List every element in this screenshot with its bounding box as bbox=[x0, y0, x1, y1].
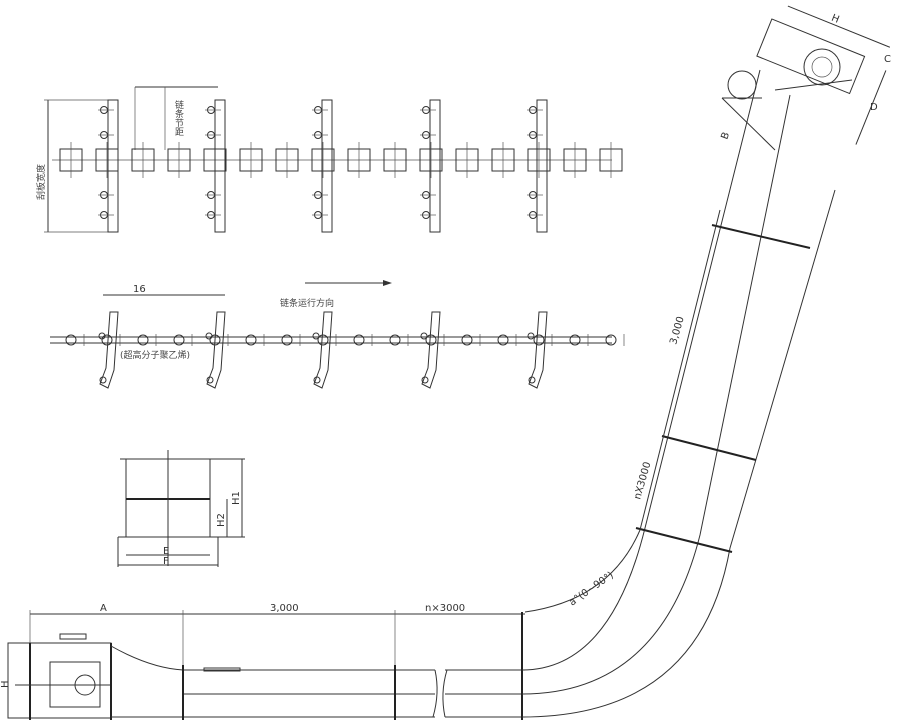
chain-roller bbox=[425, 334, 437, 346]
incline-dimension bbox=[524, 209, 721, 613]
bolt-icon bbox=[205, 332, 213, 340]
offset-label: 16 bbox=[133, 284, 146, 295]
direction-label: 链条运行方向 bbox=[280, 297, 334, 309]
scraper-plate bbox=[536, 99, 548, 233]
h-label-tail: H bbox=[0, 680, 11, 688]
bolt-icon bbox=[421, 376, 429, 384]
chain-roller bbox=[605, 334, 617, 346]
scraper-plate bbox=[321, 99, 333, 233]
chain-side-view: 16 链条运行方向 (超高分子聚乙烯) bbox=[50, 280, 625, 389]
scraper-side bbox=[528, 311, 548, 389]
head-b-label: B bbox=[719, 131, 732, 141]
h2-label: H2 bbox=[216, 513, 227, 527]
motor-icon bbox=[727, 70, 757, 100]
horizontal-conveyor: A 3,000 n×3000 H bbox=[0, 603, 525, 720]
bolt-icon bbox=[313, 376, 321, 384]
incline-repeat-label: nX3000 bbox=[632, 461, 653, 501]
inspection-cover bbox=[203, 667, 241, 672]
chain-roller bbox=[173, 334, 185, 346]
f-label: F bbox=[163, 556, 169, 567]
scraper-side bbox=[99, 311, 119, 389]
chain-roller bbox=[497, 334, 509, 346]
scraper-plate bbox=[107, 99, 119, 233]
repeat-length-label: n×3000 bbox=[425, 603, 465, 614]
scraper-plate bbox=[214, 99, 226, 233]
bolt-icon bbox=[99, 376, 107, 384]
chain-roller bbox=[137, 334, 149, 346]
chain-top-view: 刮板宽度 链条节距 bbox=[35, 86, 623, 233]
straight-length-label: 3,000 bbox=[270, 603, 299, 614]
scraper-side bbox=[206, 311, 226, 389]
head-sprocket-icon bbox=[803, 48, 841, 86]
head-h-label: H bbox=[830, 13, 841, 26]
chain-pitch-label: 链条节距 bbox=[173, 99, 184, 136]
chain-roller bbox=[65, 334, 77, 346]
a-label: A bbox=[100, 603, 107, 614]
chain-roller bbox=[245, 334, 257, 346]
chain-roller bbox=[353, 334, 365, 346]
inclined-conveyor: 3,000 nX3000 a°(0~90°) H C D B bbox=[521, 5, 891, 718]
bolt-icon bbox=[527, 332, 535, 340]
chain-roller bbox=[281, 334, 293, 346]
material-label: (超高分子聚乙烯) bbox=[120, 349, 190, 361]
chain-roller bbox=[569, 334, 581, 346]
chain-roller bbox=[533, 334, 545, 346]
chain-roller bbox=[461, 334, 473, 346]
head-d-label: D bbox=[870, 102, 878, 113]
chain-roller bbox=[389, 334, 401, 346]
h1-label: H1 bbox=[231, 491, 242, 505]
incline-straight-label: 3,000 bbox=[668, 315, 686, 346]
bolt-icon bbox=[528, 376, 536, 384]
bolt-icon bbox=[312, 332, 320, 340]
scraper-width-label: 刮板宽度 bbox=[35, 164, 47, 200]
bolt-icon bbox=[206, 376, 214, 384]
bolt-icon bbox=[420, 332, 428, 340]
scraper-side bbox=[421, 311, 441, 389]
bolt-icon bbox=[98, 332, 106, 340]
chain-roller bbox=[101, 334, 113, 346]
scraper-plate bbox=[429, 99, 441, 233]
head-drive: H bbox=[756, 5, 891, 145]
scraper-side bbox=[313, 311, 333, 389]
head-c-label: C bbox=[884, 54, 891, 65]
e-label: E bbox=[163, 546, 169, 557]
chain-roller bbox=[317, 334, 329, 346]
trough-section-view: E F H1 H2 bbox=[117, 450, 245, 567]
angle-label: a°(0~90°) bbox=[567, 570, 615, 609]
